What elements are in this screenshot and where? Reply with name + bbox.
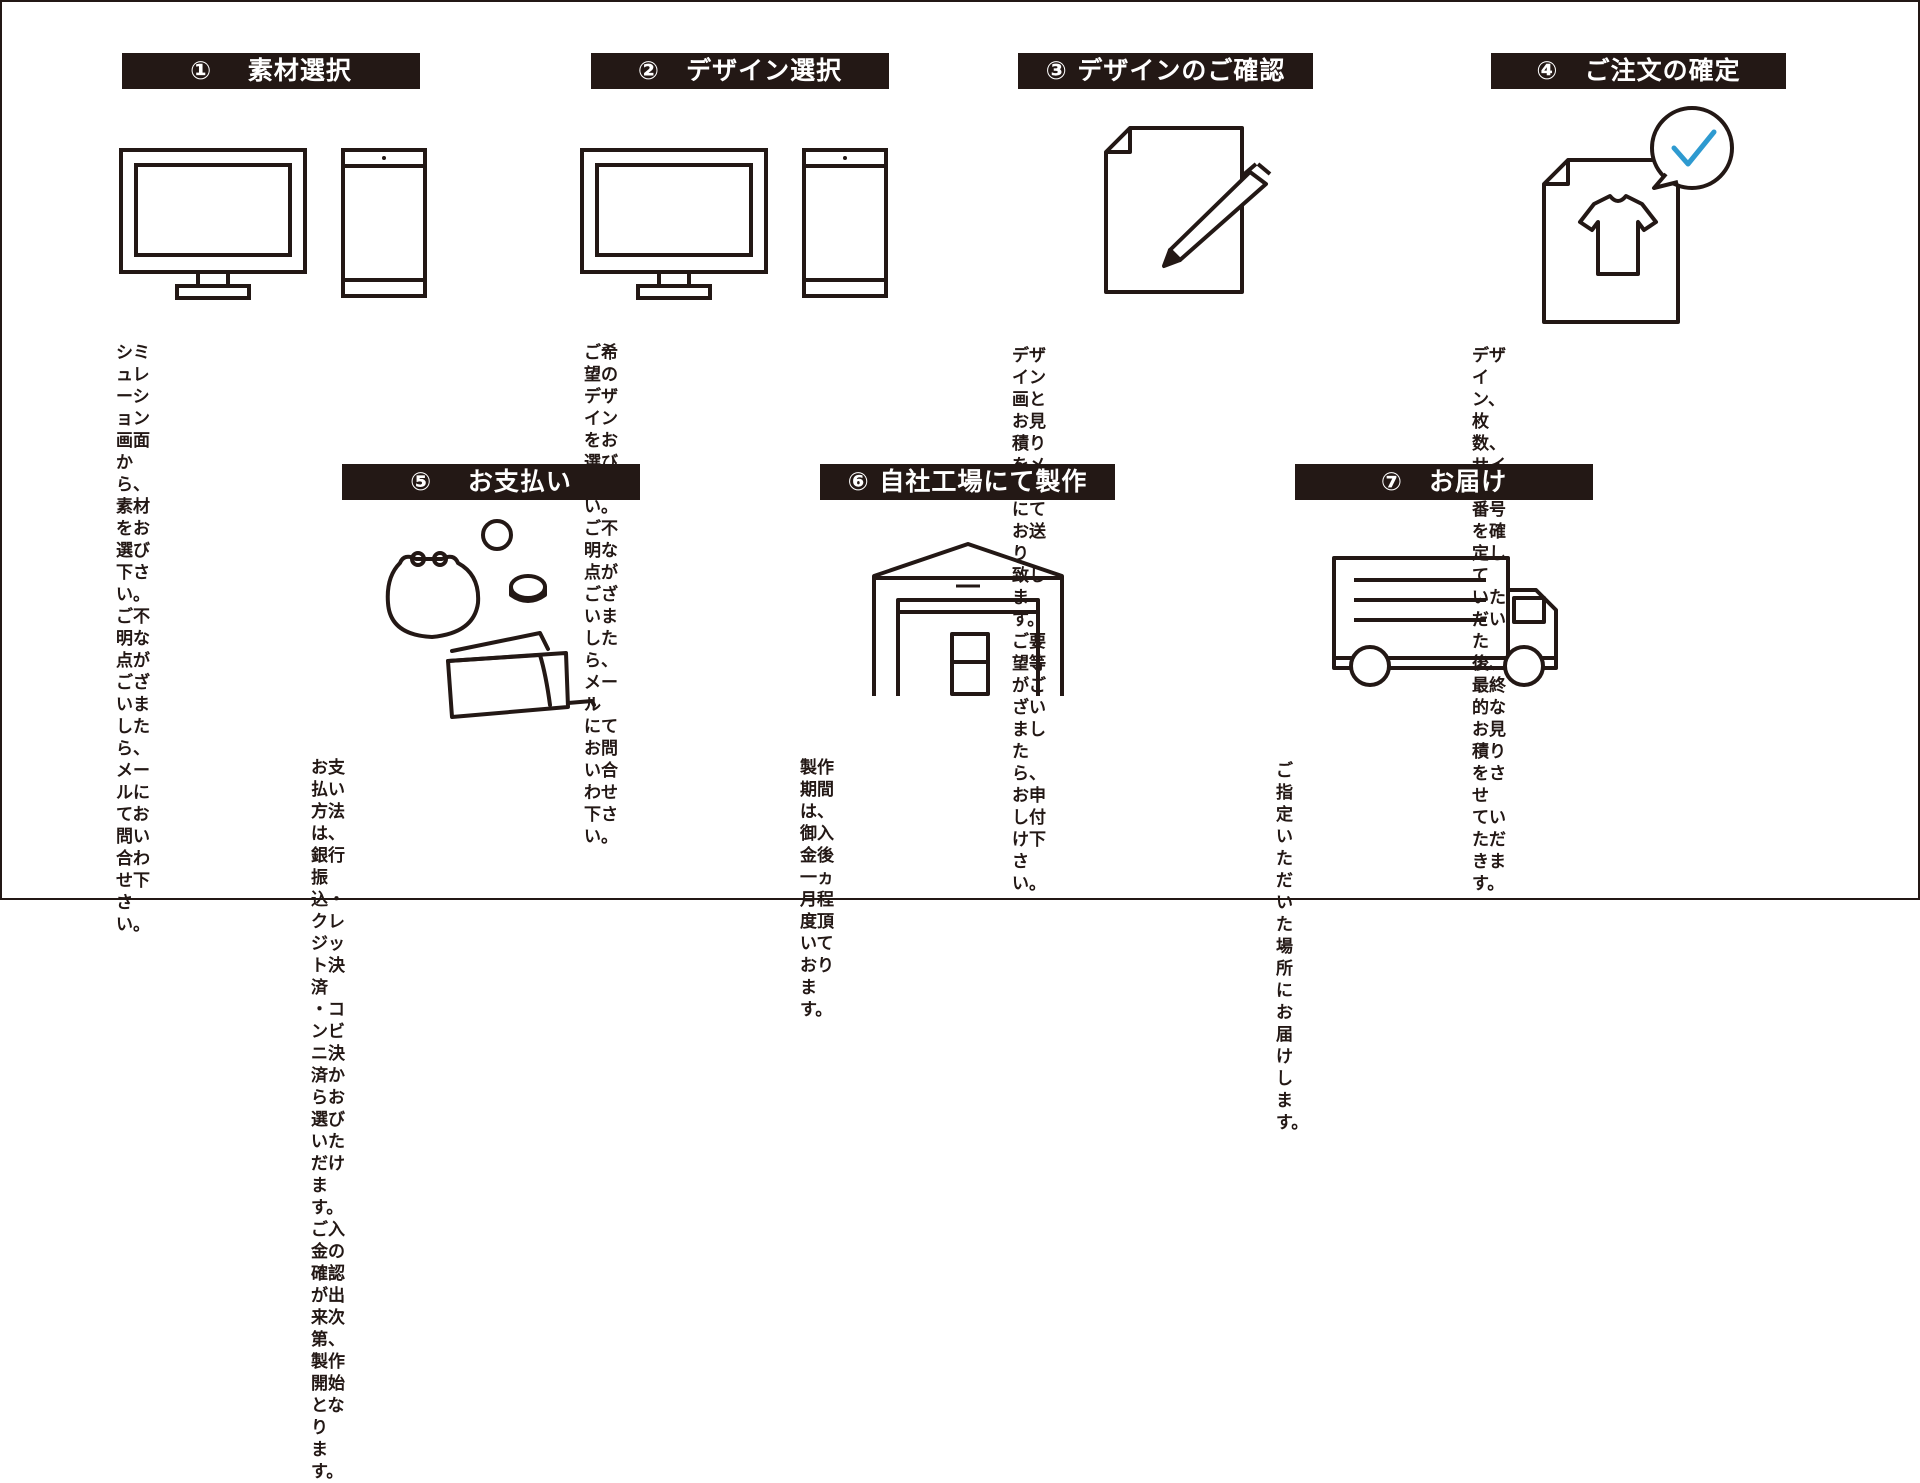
step-6-label: ⑥ 自社工場にて製作 (820, 464, 1115, 500)
page-frame (0, 0, 1920, 900)
delivery-truck-icon (1330, 554, 1560, 689)
step-2-label: ② デザイン選択 (591, 53, 889, 89)
step-5-label: ⑤ お支払い (342, 464, 640, 500)
monitor-and-smartphone-icon (118, 146, 430, 306)
factory-icon (870, 540, 1066, 700)
step-1-label: ① 素材選択 (122, 53, 420, 89)
step-7-label: ⑦ お届け (1295, 464, 1593, 500)
step-4-label: ④ ご注文の確定 (1491, 53, 1786, 89)
document-pen-icon (1100, 124, 1280, 299)
monitor-and-smartphone-icon (579, 146, 891, 306)
step-6-description: 製作期間は、御入金後一ヵ月程度頂いて おります。 (800, 758, 834, 1020)
step-5-description: お支払い方法は、銀行振込・クレジット決済 ・コンビニ決済からお選びいただけます。… (311, 758, 345, 1482)
step-3-label: ③ デザインのご確認 (1018, 53, 1313, 89)
step-7-description: ご指定いただいた場所にお届けします。 (1276, 761, 1309, 1133)
purse-coins-wallet-icon (380, 515, 610, 725)
step-1-description: シミュレーション画面から、素材をお選び 下さい。 ご不明な点がございましたら、 … (116, 343, 150, 935)
tshirt-document-checkmark-icon (1538, 104, 1738, 329)
